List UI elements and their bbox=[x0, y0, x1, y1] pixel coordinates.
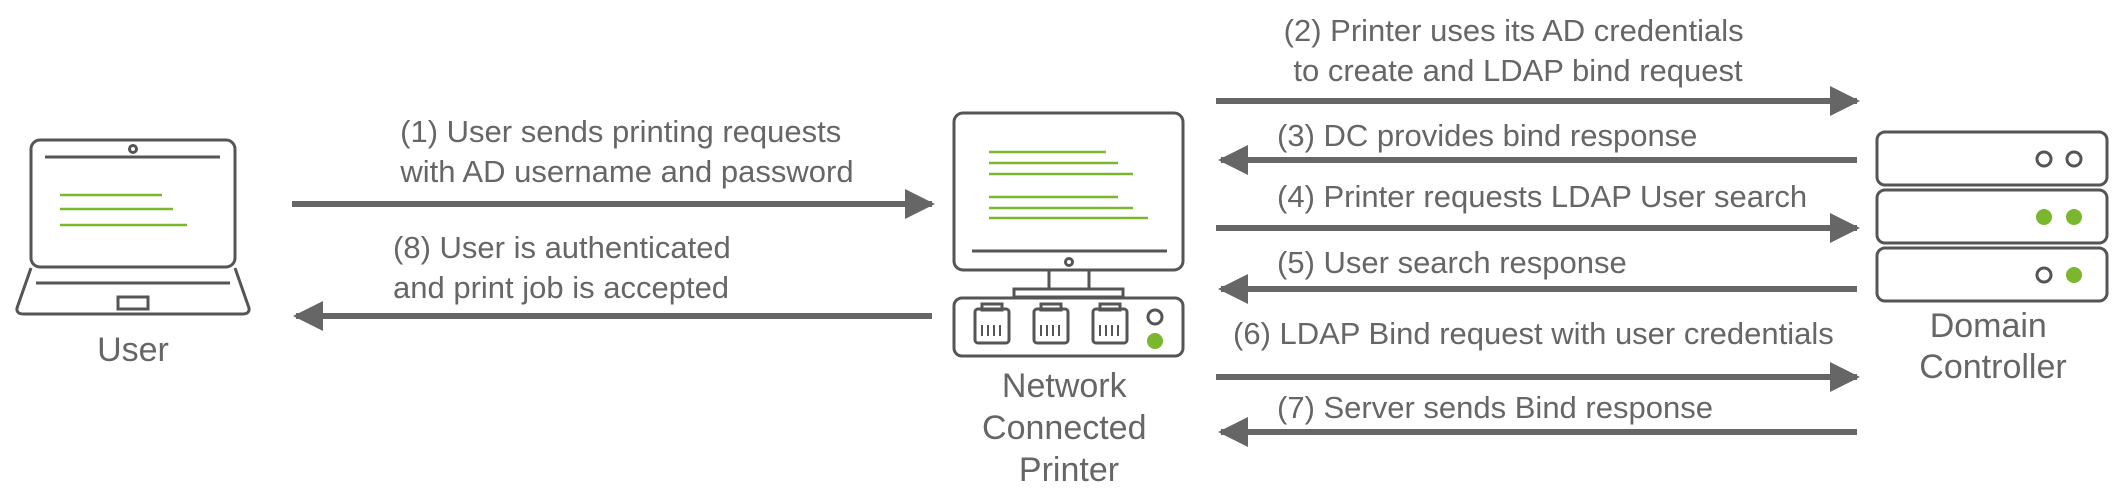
step-7-label: (7) Server sends Bind response bbox=[1277, 390, 1713, 425]
step-6-label: (6) LDAP Bind request with user credenti… bbox=[1233, 316, 1834, 351]
user-label: User bbox=[97, 331, 169, 369]
step-1-label-line: (1) User sends printing requests bbox=[400, 114, 841, 149]
domain-controller-label-line: Domain bbox=[1930, 307, 2047, 345]
ethernet-port-icon bbox=[1032, 302, 1070, 345]
status-led-icon bbox=[1146, 308, 1164, 326]
step-2-label-line: (2) Printer uses its AD credentials bbox=[1284, 13, 1744, 48]
step-4-label: (4) Printer requests LDAP User search bbox=[1277, 179, 1807, 214]
domain-controller-node: Domain Controller bbox=[1875, 130, 2109, 386]
user-node: User bbox=[15, 138, 251, 369]
ethernet-port-icon bbox=[1091, 302, 1129, 345]
domain-controller-label-line: Controller bbox=[1919, 348, 2066, 386]
laptop-icon bbox=[15, 138, 251, 316]
flow-arrows bbox=[292, 86, 1860, 447]
ethernet-port-icon bbox=[973, 302, 1011, 345]
step-2-label: (2) Printer uses its AD credentials to c… bbox=[1284, 13, 1753, 88]
printer-label: Network Connected Printer bbox=[982, 367, 1156, 489]
step-3-label: (3) DC provides bind response bbox=[1277, 118, 1697, 153]
printer-icon bbox=[952, 111, 1185, 358]
server-icon bbox=[1875, 130, 2109, 303]
printer-label-line: Printer bbox=[1019, 451, 1119, 489]
printer-label-line: Network bbox=[1002, 367, 1128, 405]
step-5-label: (5) User search response bbox=[1277, 245, 1627, 280]
printer-node: Network Connected Printer bbox=[952, 111, 1185, 489]
printer-label-line: Connected bbox=[982, 409, 1146, 447]
domain-controller-label: Domain Controller bbox=[1919, 307, 2066, 386]
status-led-icon bbox=[1147, 333, 1163, 349]
step-2-label-line: to create and LDAP bind request bbox=[1293, 53, 1743, 88]
step-8-label: (8) User is authenticated and print job … bbox=[393, 230, 739, 305]
step-8-label-line: and print job is accepted bbox=[393, 270, 729, 305]
step-1-label: (1) User sends printing requests with AD… bbox=[399, 114, 853, 189]
step-1-label-line: with AD username and password bbox=[399, 154, 853, 189]
step-labels: (1) User sends printing requests with AD… bbox=[393, 13, 1834, 425]
step-8-label-line: (8) User is authenticated bbox=[393, 230, 731, 265]
